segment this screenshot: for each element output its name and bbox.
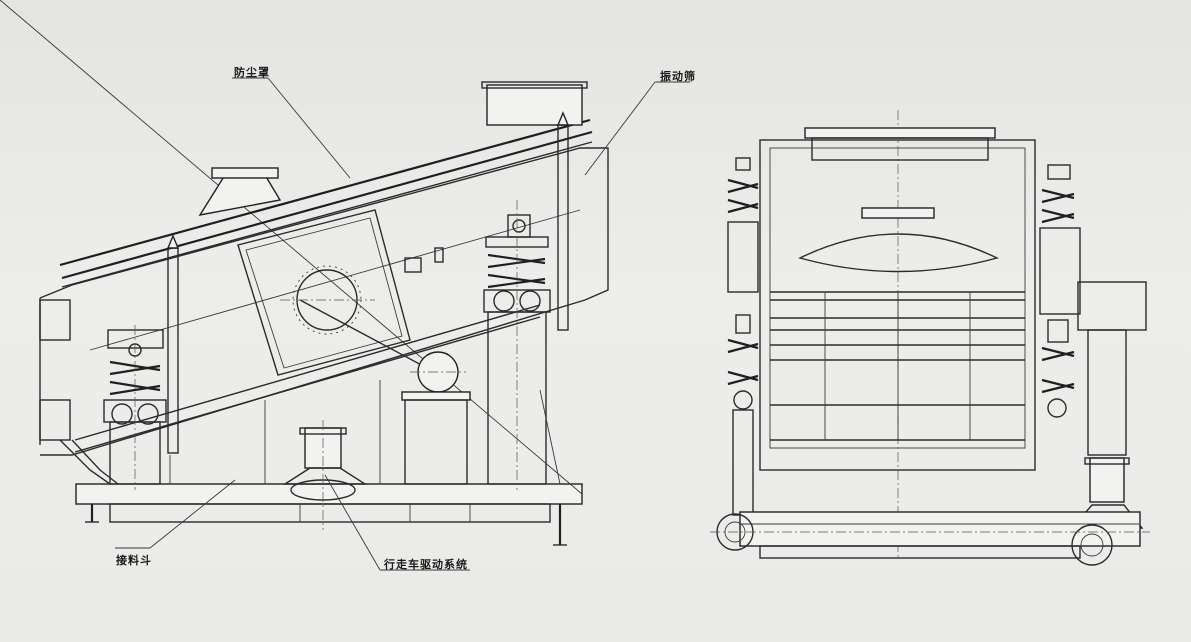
travel-drive-motor	[282, 420, 368, 530]
leader-vibrating-screen	[584, 81, 656, 176]
label-vibrating-screen: 振动筛	[660, 70, 696, 83]
right-spring-support	[483, 111, 570, 490]
screen-deck-grid	[770, 291, 1025, 441]
exciter-assembly	[237, 209, 441, 376]
drive-motor	[401, 351, 471, 485]
label-discharge-hopper: 接料斗	[116, 554, 152, 567]
end-right-springs	[1039, 164, 1147, 456]
label-dust-cover: 防尘罩	[234, 66, 270, 79]
label-travel-drive-system: 行走车驱动系统	[384, 558, 468, 571]
end-left-springs	[727, 157, 759, 516]
discharge-hopper	[59, 439, 171, 485]
leader-dust-cover	[267, 77, 351, 179]
leader-discharge-hopper	[149, 479, 236, 549]
screen-body	[39, 81, 609, 484]
end-elevation-view	[710, 110, 1150, 566]
side-elevation-view	[0, 0, 690, 571]
base-frame	[0, 0, 583, 546]
leader-travel-drive	[324, 474, 381, 571]
left-spring-support	[103, 234, 180, 490]
